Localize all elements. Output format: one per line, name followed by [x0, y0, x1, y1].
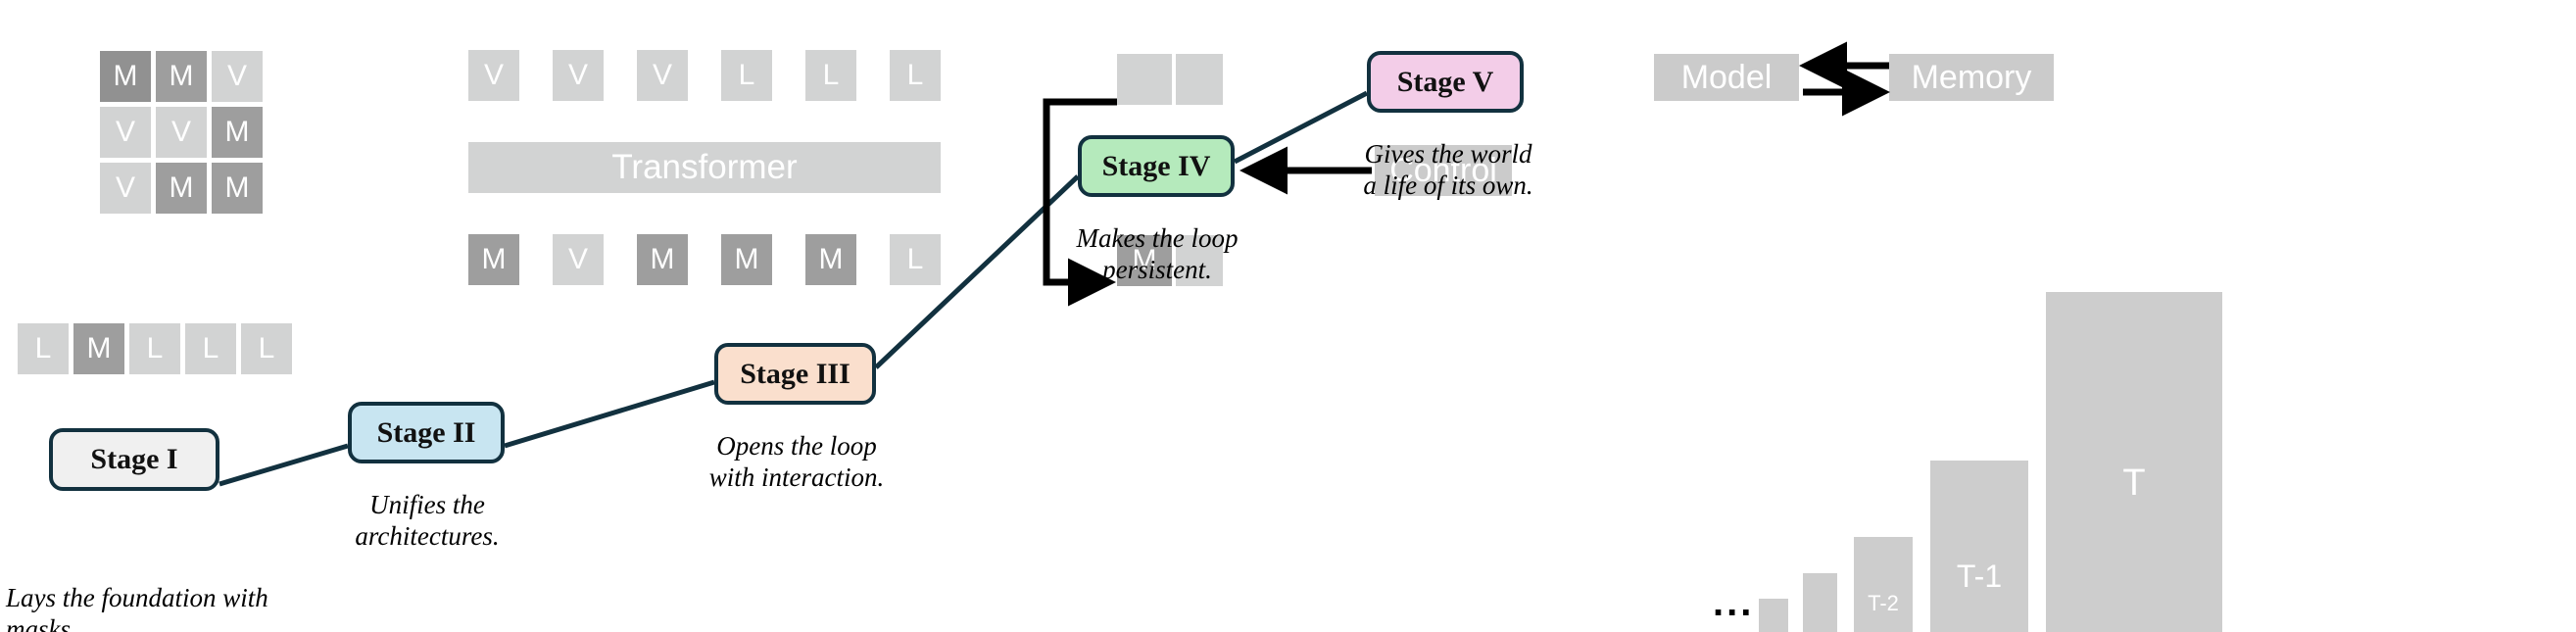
grid-footer-tile: L: [185, 323, 236, 374]
stage-caption-5: Gives the world a life of its own.: [1363, 139, 1533, 200]
transformer-output-tile: M: [468, 234, 519, 285]
stage-caption-4: Makes the loop persistent.: [1076, 223, 1239, 284]
stage-pill-4[interactable]: Stage IV: [1078, 135, 1235, 197]
grid-tile: V: [212, 51, 263, 102]
loop-tile-top-left: [1117, 54, 1172, 105]
transformer-output-tile: M: [805, 234, 856, 285]
stage-caption-2: Unifies the architectures.: [355, 490, 500, 551]
timeline-ellipsis: ...: [1713, 581, 1755, 624]
grid-tile: V: [100, 163, 151, 214]
grid-footer-tile: L: [18, 323, 69, 374]
transformer-output-tile: V: [553, 234, 604, 285]
transformer-input-tile: L: [721, 50, 772, 101]
timeline-bar-label: T: [2122, 462, 2146, 504]
loop-tile-top-right: [1176, 54, 1223, 105]
transformer-input-tile: V: [553, 50, 604, 101]
stage-pill-5[interactable]: Stage V: [1367, 51, 1524, 113]
grid-footer-tile: L: [129, 323, 180, 374]
grid-tile: M: [156, 163, 207, 214]
grid-footer-tile: L: [241, 323, 292, 374]
transformer-output-tile: M: [637, 234, 688, 285]
timeline-bar: T-2: [1854, 537, 1913, 632]
transformer-input-tile: L: [890, 50, 941, 101]
stage-caption-1: Lays the foundation with masks.: [6, 583, 268, 632]
grid-tile: M: [212, 107, 263, 158]
transformer-output-tile: L: [890, 234, 941, 285]
grid-tile: V: [100, 107, 151, 158]
stage-pill-3[interactable]: Stage III: [714, 343, 876, 405]
stage-pill-1[interactable]: Stage I: [49, 428, 219, 491]
timeline-bar: [1803, 573, 1837, 632]
grid-tile: M: [156, 51, 207, 102]
timeline-bar: T: [2046, 292, 2222, 632]
transformer-output-tile: M: [721, 234, 772, 285]
transformer-input-tile: L: [805, 50, 856, 101]
control-box: Control: [1375, 145, 1512, 196]
timeline-bar: [1759, 599, 1788, 632]
stage-caption-3: Opens the loop with interaction.: [708, 431, 885, 492]
stage-pill-2[interactable]: Stage II: [348, 402, 505, 463]
timeline-bar: T-1: [1930, 461, 2028, 632]
memory-box: Memory: [1889, 54, 2054, 101]
grid-tile: M: [212, 163, 263, 214]
grid-tile: M: [100, 51, 151, 102]
grid-footer-tile: M: [73, 323, 124, 374]
timeline-bar-label: T-1: [1956, 559, 2003, 594]
transformer-input-tile: V: [468, 50, 519, 101]
grid-tile: V: [156, 107, 207, 158]
transformer-input-tile: V: [637, 50, 688, 101]
model-box: Model: [1654, 54, 1799, 101]
transformer-body: Transformer: [468, 142, 941, 193]
timeline-bar-label: T-2: [1868, 591, 1899, 615]
